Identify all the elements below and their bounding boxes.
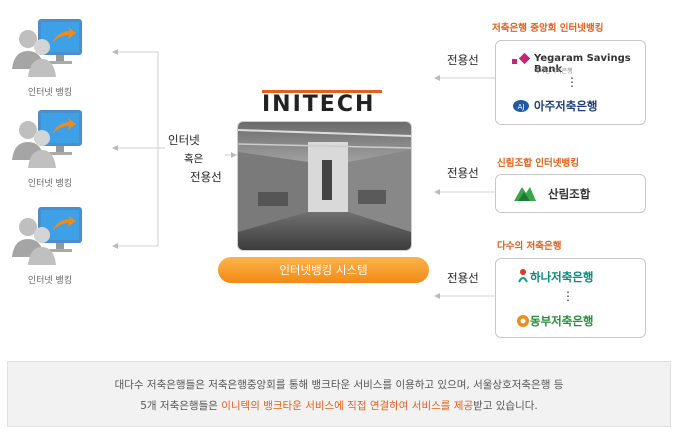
office-photo [237, 121, 412, 251]
ellipsis: ⋮ [566, 75, 578, 89]
aju-logo-icon: AJ [512, 98, 530, 117]
group-title-many-savings: 다수의 저축은행 [497, 241, 562, 252]
logo-accent-bar [262, 90, 382, 93]
group-line-label: 전용선 [447, 271, 479, 285]
bank-name-dongbu: 동부저축은행 [530, 314, 594, 328]
bank-name-aju: 아주저축은행 [534, 99, 598, 113]
connector-label-leased-line: 전용선 [190, 170, 222, 184]
caption-line2-highlight: 이니텍의 뱅크타운 서비스에 직접 연결하여 서비스를 제공 [221, 400, 474, 412]
bank-box-many: 하나저축은행 ⋮ 동부저축은행 [495, 258, 646, 338]
bank-name-hana: 하나저축은행 [530, 270, 594, 284]
bank-name-forestry: 산림조합 [548, 187, 591, 201]
group-line-label: 전용선 [447, 166, 479, 180]
group-title-forestry: 신림조합 인터넷뱅킹 [497, 158, 579, 169]
caption-box: 대다수 저축은행들은 저축은행중앙회를 통해 뱅크타운 서비스를 이용하고 있으… [7, 361, 671, 427]
bank-box-central: Yegaram Savings Bank 예가람저축은행 ⋮ AJ 아주저축은행 [495, 40, 646, 125]
user-label: 인터넷 뱅킹 [27, 179, 73, 189]
connector-label-internet: 인터넷 [168, 133, 200, 147]
group-line-label: 전용선 [447, 53, 479, 67]
dongbu-logo-icon [516, 313, 530, 332]
forestry-logo-icon [512, 183, 538, 207]
ellipsis: ⋮ [562, 289, 574, 303]
svg-text:AJ: AJ [518, 103, 525, 111]
connector-label-or: 혹은 [184, 153, 204, 165]
caption-line2-pre: 5개 저축은행들은 [140, 400, 222, 412]
initech-logo: INITECH [262, 92, 376, 117]
internet-banking-system-label: 인터넷뱅킹 시스템 [218, 257, 429, 283]
user-label: 인터넷 뱅킹 [27, 88, 73, 98]
user-label: 인터넷 뱅킹 [27, 276, 73, 286]
caption-line2-post: 받고 있습니다. [473, 400, 538, 412]
yegaram-logo-icon [512, 52, 531, 75]
caption-line2: 5개 저축은행들은 이니텍의 뱅크타운 서비스에 직접 연결하여 서비스를 제공… [8, 398, 670, 413]
caption-line1: 대다수 저축은행들은 저축은행중앙회를 통해 뱅크타운 서비스를 이용하고 있으… [114, 379, 564, 391]
bank-name-yegaram: Yegaram Savings Bank [534, 53, 631, 75]
group-title-central-savings: 저축은행 중앙회 인터넷뱅킹 [492, 23, 604, 34]
hana-logo-icon [516, 268, 530, 288]
bank-subname-yegaram: 예가람저축은행 [534, 68, 573, 75]
bank-box-forestry: 산림조합 [495, 174, 646, 213]
